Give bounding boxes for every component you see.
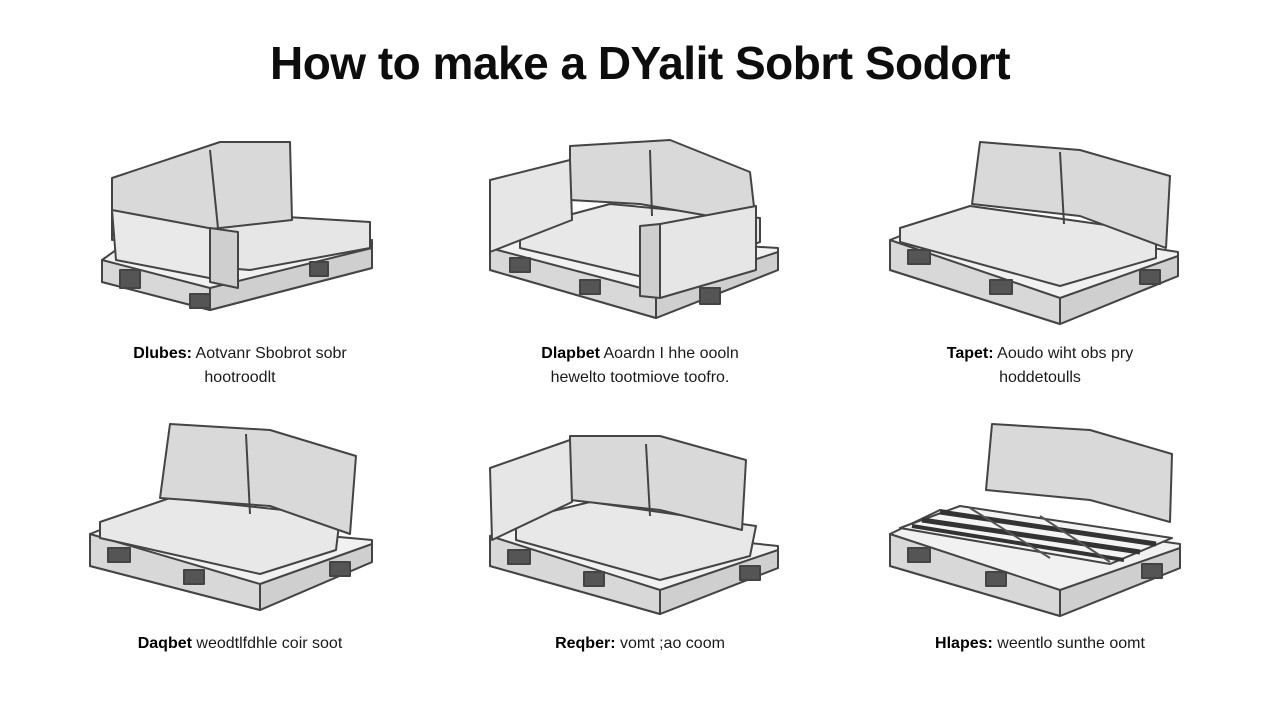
corner-loveseat-illustration [489,435,779,615]
caption-label: Daqbet [137,635,192,652]
caption: Dlubes: Aotvanr Sbobrot sobr hootroodlt [60,342,420,390]
caption: Hlapes: weentlo sunthe oomt [860,632,1220,656]
caption: Reqber: vomt ;ao coom [460,632,820,656]
caption: Dlapbet Aoardn I hhe oooln hewelto tootm… [460,342,820,390]
pallet-frame-illustration [889,423,1181,617]
caption-label: Tapet: [946,345,994,362]
caption-label: Hlapes: [935,635,993,652]
sofa-grid: Dlubes: Aotvanr Sbobrot sobr hootroodlt [60,120,1220,680]
sofa-item: Reqber: vomt ;ao coom [460,410,820,680]
caption: Daqbet weodtlfdhle coir soot [60,632,420,656]
sofa-item: Dlubes: Aotvanr Sbobrot sobr hootroodlt [60,120,420,390]
sofa-item: Hlapes: weentlo sunthe oomt [860,410,1220,680]
caption-line: weodtlfdhle coir soot [196,635,343,652]
caption-line: Aoudo wiht obs pry [997,345,1134,362]
caption-line: Aotvanr Sbobrot sobr [195,345,347,362]
caption-line: hoddetoulls [999,369,1081,386]
caption-label: Dlapbet [541,345,600,362]
caption-label: Dlubes: [133,345,192,362]
caption-line: hewelto tootmiove toofro. [550,369,730,386]
caption-line: weentlo sunthe oomt [997,635,1145,652]
page-title: How to make a DYalit Sobrt Sodort [269,37,1011,89]
loveseat-illustration [489,139,779,319]
caption-line: hootroodlt [204,369,276,386]
caption-line: vomt ;ao coom [619,635,725,652]
low-sofa-illustration [89,423,373,611]
caption-line: Aoardn I hhe oooln [603,345,739,362]
armless-sofa-illustration [889,141,1179,325]
sofa-item: Dlapbet Aoardn I hhe oooln hewelto tootm… [460,120,820,390]
caption: Tapet: Aoudo wiht obs pry hoddetoulls [860,342,1220,390]
sofa-item: Tapet: Aoudo wiht obs pry hoddetoulls [860,120,1220,390]
corner-sofa-illustration [101,141,373,311]
sofa-item: Daqbet weodtlfdhle coir soot [60,410,420,680]
caption-label: Reqber: [555,635,616,652]
